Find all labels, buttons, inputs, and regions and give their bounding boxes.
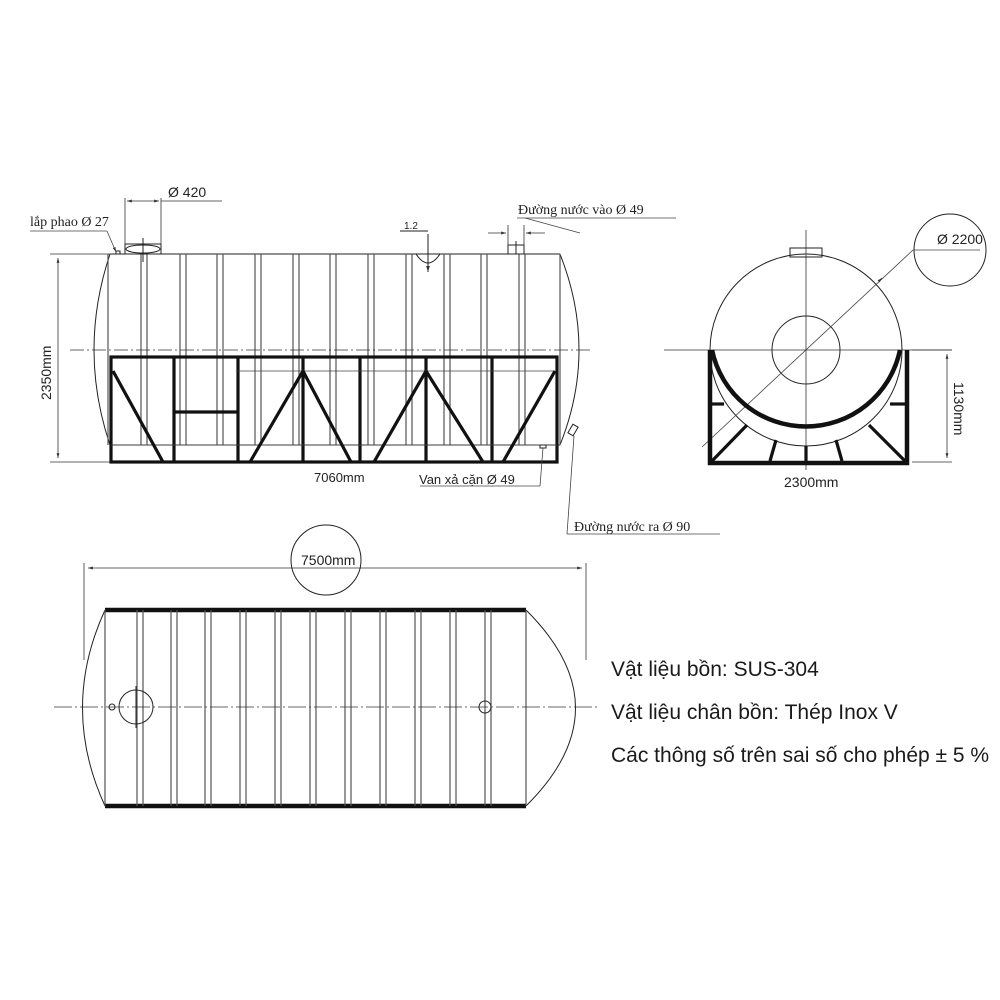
top-float-port-icon <box>108 703 116 711</box>
manhole-icon <box>124 238 162 262</box>
inlet-nozzle-icon <box>507 241 525 255</box>
end-support-frame <box>707 349 910 466</box>
drain-valve-icon <box>539 444 547 449</box>
top-view <box>54 524 600 809</box>
support-width-label: 2300mm <box>784 474 838 490</box>
length-callout-bubble <box>290 524 362 596</box>
manhole-diameter-label: Ø 420 <box>168 184 206 200</box>
note-leg-material: Vật liệu chân bồn: Thép Inox V <box>611 701 898 724</box>
note-tank-material: Vật liệu bồn: SUS-304 <box>611 658 819 681</box>
outlet-nozzle-icon <box>567 423 579 437</box>
height-dimension-label: 2350mm <box>38 346 54 400</box>
right-dished-end <box>559 253 580 446</box>
diameter-label: Ø 2200 <box>937 231 983 247</box>
top-left-dished-end <box>82 609 106 807</box>
slope-marker-icon <box>400 230 442 272</box>
top-nozzle-icon <box>789 247 823 258</box>
float-port-label: lắp phao Ø 27 <box>30 215 109 230</box>
overall-length-label: 7500mm <box>301 552 355 568</box>
support-height-label: 1130mm <box>951 382 967 435</box>
stiffener-ribs <box>107 254 561 445</box>
end-view <box>664 213 987 470</box>
side-view <box>30 198 720 535</box>
outlet-label: Đường nước ra Ø 90 <box>574 520 690 535</box>
slope-label: 1.2 <box>404 221 418 232</box>
top-right-dished-end <box>525 609 576 807</box>
frame-length-label: 7060mm <box>314 470 365 485</box>
top-stiffener-ribs <box>104 610 527 806</box>
support-frame <box>109 355 559 464</box>
inlet-label: Đường nước vào Ø 49 <box>518 203 644 218</box>
note-tolerance: Các thông số trên sai số cho phép ± 5 % <box>611 744 989 767</box>
drain-valve-label: Van xả cặn Ø 49 <box>419 472 515 487</box>
float-port-icon <box>115 250 121 255</box>
top-inlet-icon <box>478 700 492 714</box>
specification-notes: Vật liệu bồn: SUS-304 Vật liệu chân bồn:… <box>611 658 989 767</box>
